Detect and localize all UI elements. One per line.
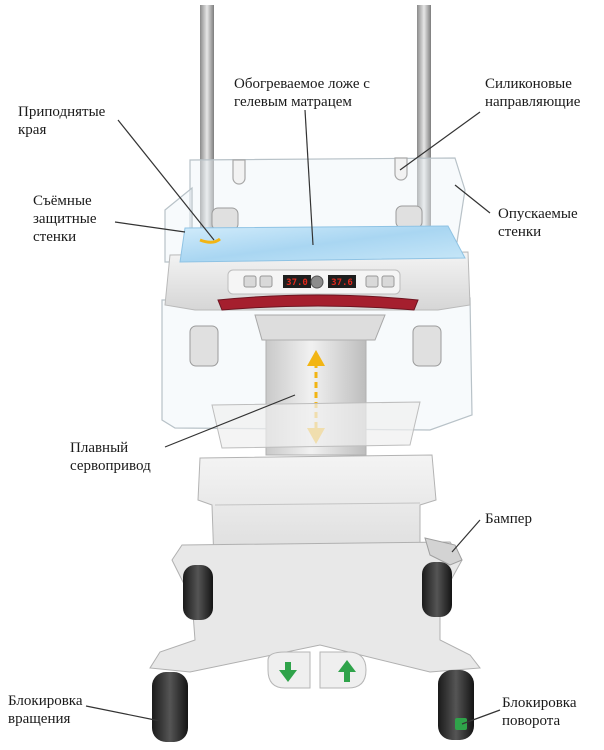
push-handle[interactable] xyxy=(217,294,419,311)
temperature-display-left xyxy=(283,275,311,288)
panel-button-4[interactable] xyxy=(381,275,395,288)
caster-front-right xyxy=(422,562,452,617)
panel-button-1[interactable] xyxy=(243,275,257,288)
panel-button-3[interactable] xyxy=(365,275,379,288)
leader-lines xyxy=(85,109,501,725)
raised-edge-highlight xyxy=(199,237,221,244)
panel-button-2[interactable] xyxy=(259,275,273,288)
arrow-up-icon xyxy=(338,660,356,682)
caster-rear-left xyxy=(152,672,188,742)
temperature-readout-right: 37.6 xyxy=(331,278,353,288)
pedal-lower[interactable] xyxy=(267,651,311,689)
caster-rear-right xyxy=(438,670,474,740)
gel-mattress xyxy=(179,225,466,263)
label-heated-bed: Обогреваемое ложе с гелевым матрацем xyxy=(234,76,370,110)
label-swivel-lock: Блокировка поворота xyxy=(502,695,577,729)
label-removable-walls: Съёмные защитные стенки xyxy=(33,193,97,245)
iv-pole-right xyxy=(417,5,431,230)
bumper xyxy=(424,537,463,566)
label-silicone-guides: Силиконовые направляющие xyxy=(485,76,581,110)
temperature-readout-left: 37.0 xyxy=(286,278,308,288)
wall-clamps xyxy=(189,205,442,367)
x-ray-tray[interactable] xyxy=(254,314,386,341)
label-raised-edges: Приподнятые края xyxy=(18,104,106,138)
caster-front-left xyxy=(183,565,213,620)
arrow-down-icon xyxy=(279,662,297,682)
label-lowerable-walls: Опускаемые стенки xyxy=(498,206,578,240)
pedal-raise[interactable] xyxy=(319,651,367,689)
label-servo-drive: Плавный сервопривод xyxy=(70,440,151,474)
label-rotation-lock: Блокировка вращения xyxy=(8,693,83,727)
temperature-display-right xyxy=(328,275,356,288)
silicone-guides xyxy=(232,157,408,185)
shelf xyxy=(211,401,421,449)
control-knob[interactable] xyxy=(310,275,324,289)
iv-pole-left xyxy=(200,5,214,230)
label-bumper: Бампер xyxy=(485,511,532,527)
